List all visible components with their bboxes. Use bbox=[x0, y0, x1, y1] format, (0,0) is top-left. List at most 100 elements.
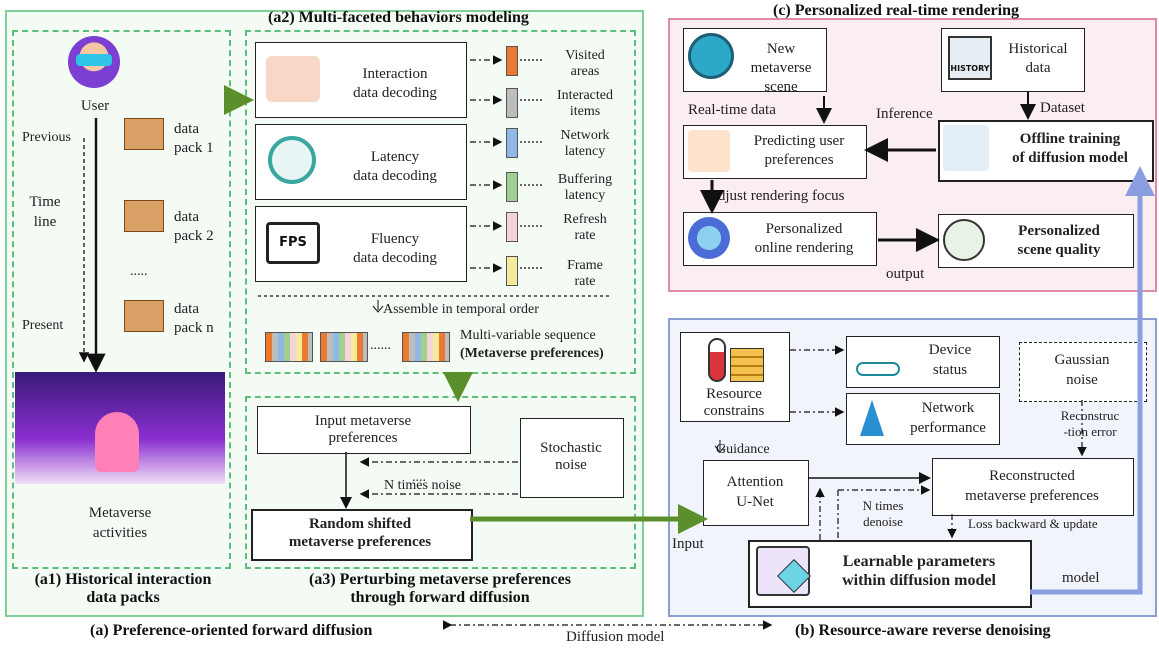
stochastic-noise-label: Stochastic noise bbox=[540, 440, 602, 473]
avatar-figure bbox=[95, 412, 139, 472]
sequence-label: Multi-variable sequence bbox=[460, 328, 596, 343]
output-label: output bbox=[886, 266, 925, 282]
a1-title: (a1) Historical interaction data packs bbox=[34, 571, 212, 606]
learnable-label: Learnable parameters within diffusion mo… bbox=[842, 553, 996, 589]
vr-headset-icon bbox=[76, 54, 112, 66]
subpanel-a2 bbox=[245, 30, 636, 374]
noise-dots: .... bbox=[412, 470, 426, 485]
sequence-block-2 bbox=[320, 332, 368, 362]
a2-title: (a2) Multi-faceted behaviors modeling bbox=[268, 9, 529, 26]
feature-bar-visited bbox=[506, 46, 518, 76]
feature-refresh-label: Refresh rate bbox=[563, 212, 607, 243]
gaussian-noise-box bbox=[1019, 342, 1147, 402]
n-times-denoise-label: N times denoise bbox=[862, 498, 904, 529]
sequence-block-n bbox=[402, 332, 450, 362]
subpanel-a1 bbox=[12, 30, 231, 569]
dataset-label: Dataset bbox=[1040, 100, 1085, 116]
thermometer-icon bbox=[708, 338, 726, 382]
feature-interacted-label: Interacted items bbox=[557, 88, 613, 119]
reconstructed-box bbox=[932, 458, 1134, 516]
resource-label: Resource constrains bbox=[703, 386, 765, 419]
data-pack-2-icon bbox=[124, 200, 164, 232]
c-title: (c) Personalized real-time rendering bbox=[773, 2, 1019, 19]
offline-training-label: Offline training of diffusion model bbox=[1012, 131, 1128, 166]
device-icon bbox=[856, 362, 900, 376]
gaussian-noise-label: Gaussian noise bbox=[1054, 352, 1110, 388]
feature-bar-interacted bbox=[506, 88, 518, 118]
feature-network-label: Network latency bbox=[560, 128, 610, 159]
feature-frame-label: Frame rate bbox=[567, 258, 603, 289]
model-label: model bbox=[1062, 570, 1100, 586]
scene-quality-label: Personalized scene quality bbox=[1017, 223, 1101, 258]
adjust-focus-label: Adjust rendering focus bbox=[707, 188, 845, 204]
metaverse-activities-image bbox=[15, 372, 225, 484]
resource-stack-icon bbox=[730, 348, 764, 382]
fps-icon: FPS bbox=[266, 222, 320, 264]
new-scene-label: New metaverse scene bbox=[750, 41, 812, 95]
caption-diffusion: Diffusion model bbox=[566, 629, 665, 645]
interaction-decoding-label: Interaction data decoding bbox=[353, 66, 437, 101]
feature-bar-refresh bbox=[506, 212, 518, 242]
data-pack-n-icon bbox=[124, 300, 164, 332]
tower-icon bbox=[860, 400, 884, 436]
predicting-label: Predicting user preferences bbox=[753, 133, 845, 168]
reconstructed-label: Reconstructed metaverse preferences bbox=[965, 468, 1099, 504]
real-time-data-label: Real-time data bbox=[688, 102, 776, 118]
fluency-decoding-box bbox=[255, 206, 467, 282]
shifted-preferences-label: Random shifted metaverse preferences bbox=[288, 516, 432, 550]
reconstruction-error-label: Reconstruc -tion error bbox=[1060, 408, 1120, 439]
input-preferences-box bbox=[257, 406, 471, 454]
feature-buffering-label: Buffering latency bbox=[557, 172, 613, 203]
shifted-preferences-box bbox=[251, 509, 473, 561]
timeline-label: Time line bbox=[29, 194, 61, 230]
device-status-label: Device status bbox=[928, 342, 972, 378]
history-sign: HISTORY bbox=[950, 64, 990, 73]
input-preferences-label: Input metaverse preferences bbox=[314, 413, 412, 446]
attention-unet-label: Attention U-Net bbox=[726, 474, 784, 510]
assemble-label: Assemble in temporal order bbox=[383, 302, 539, 317]
person-chat-icon bbox=[688, 130, 730, 172]
hourglass-icon bbox=[268, 136, 316, 184]
data-pack-n-label: data pack n bbox=[174, 301, 214, 336]
data-pack-1-label: data pack 1 bbox=[174, 121, 214, 156]
data-pack-2-label: data pack 2 bbox=[174, 209, 214, 244]
feature-bar-frame bbox=[506, 256, 518, 286]
preferences-label: (Metaverse preferences) bbox=[460, 346, 604, 361]
caption-a: (a) Preference-oriented forward diffusio… bbox=[90, 622, 373, 639]
network-label: Network performance bbox=[910, 400, 986, 436]
loss-label: Loss backward & update bbox=[968, 516, 1098, 531]
data-pack-dots: ..... bbox=[130, 264, 148, 279]
caption-b: (b) Resource-aware reverse denoising bbox=[795, 622, 1051, 639]
n-times-noise-label: N times noise bbox=[384, 478, 461, 493]
online-rendering-label: Personalized online rendering bbox=[754, 221, 854, 256]
user-avatar-icon bbox=[68, 36, 120, 88]
subpanel-a3 bbox=[245, 396, 636, 569]
metaverse-activities-label: Metaverse activities bbox=[88, 505, 152, 541]
history-icon: HISTORY bbox=[948, 36, 992, 80]
feature-visited-label: Visited areas bbox=[565, 48, 605, 79]
data-pack-1-icon bbox=[124, 118, 164, 150]
previous-label: Previous bbox=[22, 130, 71, 145]
attention-unet-box bbox=[703, 460, 809, 526]
fluency-decoding-label: Fluency data decoding bbox=[353, 231, 437, 266]
historical-data-label: Historical data bbox=[1008, 41, 1068, 76]
present-label: Present bbox=[22, 318, 64, 333]
guidance-label: Guidance bbox=[716, 442, 770, 457]
globe-vr-icon bbox=[688, 33, 734, 79]
latency-decoding-label: Latency data decoding bbox=[353, 149, 437, 184]
landscape-icon bbox=[688, 217, 730, 259]
sequence-dots: ...... bbox=[370, 338, 391, 353]
sequence-block-1 bbox=[265, 332, 313, 362]
a3-title: (a3) Perturbing metaverse preferences th… bbox=[309, 571, 571, 606]
feature-bar-network bbox=[506, 128, 518, 158]
team-training-icon bbox=[943, 125, 989, 171]
user-label: User bbox=[80, 98, 110, 114]
input-label: Input bbox=[672, 536, 704, 552]
chat-like-icon bbox=[266, 56, 320, 102]
feature-bar-buffering bbox=[506, 172, 518, 202]
stochastic-noise-box bbox=[520, 418, 624, 498]
settings-cube-icon bbox=[756, 546, 811, 596]
inference-label: Inference bbox=[876, 106, 933, 122]
vr-globe-icon bbox=[943, 219, 985, 261]
